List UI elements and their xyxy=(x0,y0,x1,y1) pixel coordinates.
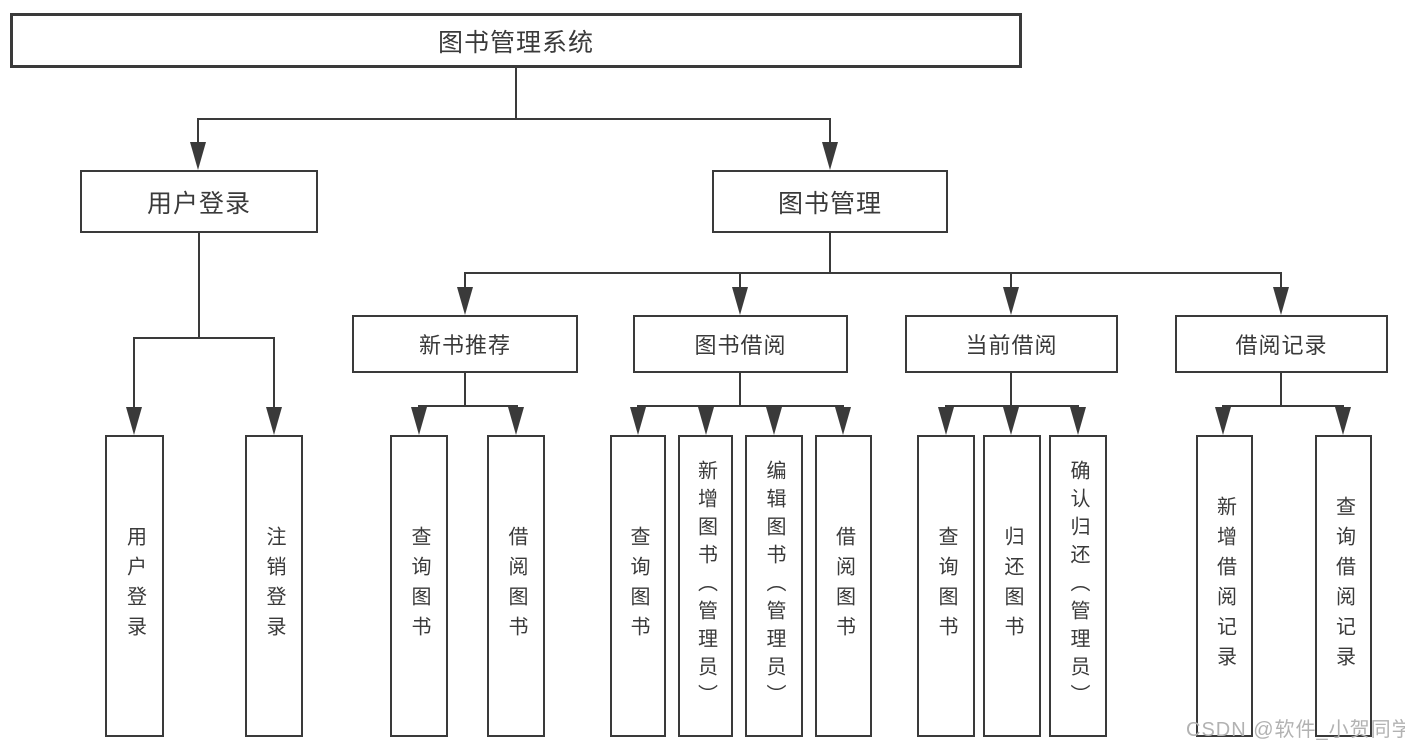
node-leaf-query-books-c: 查询图书 xyxy=(917,435,975,737)
arrowhead-leaf-user-login xyxy=(126,407,142,435)
node-leaf-query-books-b-label: 查询图书 xyxy=(627,526,649,646)
arrowhead-confirm-return-admin xyxy=(1070,407,1086,435)
connector-leaf-user-login-stem xyxy=(133,337,135,407)
connector-new-books-stem xyxy=(464,272,466,288)
node-new-books-label: 新书推荐 xyxy=(418,333,511,358)
arrowhead-add-books-admin xyxy=(698,407,714,435)
connector-borrow-records-hbar xyxy=(1222,405,1344,407)
node-borrow-records-label: 借阅记录 xyxy=(1235,333,1328,358)
node-leaf-return-books-label: 归还图书 xyxy=(1001,526,1023,646)
connector-book-mgmt-stem xyxy=(829,118,831,144)
node-leaf-add-borrow-record: 新增借阅记录 xyxy=(1196,435,1253,737)
connector-borrow-records-stem xyxy=(1280,272,1282,288)
node-leaf-borrow-books-a-label: 借阅图书 xyxy=(505,526,527,646)
node-book-borrow-label: 图书借阅 xyxy=(694,333,787,358)
node-leaf-logout-label: 注销登录 xyxy=(263,526,285,646)
node-leaf-query-books-a: 查询图书 xyxy=(390,435,448,737)
connector-book-borrow-stem xyxy=(739,272,741,288)
arrowhead-book-borrow xyxy=(732,287,748,315)
arrowhead-add-borrow-record xyxy=(1215,407,1231,435)
connector-current-borrow-stem xyxy=(1010,272,1012,288)
connector-book-mgmt-down xyxy=(829,233,831,273)
arrowhead-borrow-books-b xyxy=(835,407,851,435)
connector-user-login-stem xyxy=(197,118,199,144)
arrowhead-current-borrow xyxy=(1003,287,1019,315)
node-current-borrow: 当前借阅 xyxy=(905,315,1118,373)
node-user-login: 用户登录 xyxy=(80,170,318,233)
node-book-mgmt: 图书管理 xyxy=(712,170,948,233)
node-leaf-edit-books-admin: 编辑图书（管理员） xyxy=(745,435,803,737)
node-borrow-records: 借阅记录 xyxy=(1175,315,1388,373)
arrowhead-query-books-a xyxy=(411,407,427,435)
node-leaf-add-books-admin: 新增图书（管理员） xyxy=(678,435,733,737)
node-leaf-confirm-return-admin-label: 确认归还（管理员） xyxy=(1067,460,1089,712)
node-root: 图书管理系统 xyxy=(10,13,1022,68)
node-leaf-return-books: 归还图书 xyxy=(983,435,1041,737)
connector-user-login-down xyxy=(198,233,200,338)
node-book-borrow: 图书借阅 xyxy=(633,315,848,373)
arrowhead-leaf-logout xyxy=(266,407,282,435)
arrowhead-return-books xyxy=(1003,407,1019,435)
connector-l2-hbar xyxy=(464,272,1281,274)
node-leaf-borrow-books-b: 借阅图书 xyxy=(815,435,872,737)
arrowhead-edit-books-admin xyxy=(766,407,782,435)
node-user-login-label: 用户登录 xyxy=(146,189,251,218)
connector-book-borrow-down xyxy=(739,373,741,406)
node-current-borrow-label: 当前借阅 xyxy=(965,333,1058,358)
connector-new-books-hbar xyxy=(418,405,518,407)
node-leaf-query-borrow-record: 查询借阅记录 xyxy=(1315,435,1372,737)
connector-borrow-records-down xyxy=(1280,373,1282,406)
node-root-label: 图书管理系统 xyxy=(437,28,594,57)
connector-book-borrow-hbar xyxy=(637,405,844,407)
arrowhead-borrow-records xyxy=(1273,287,1289,315)
connector-new-books-down xyxy=(464,373,466,406)
node-leaf-borrow-books-b-label: 借阅图书 xyxy=(832,526,855,646)
node-leaf-query-books-b: 查询图书 xyxy=(610,435,666,737)
node-leaf-add-borrow-record-label: 新增借阅记录 xyxy=(1213,496,1236,676)
arrowhead-query-books-c xyxy=(938,407,954,435)
connector-current-borrow-hbar xyxy=(945,405,1079,407)
node-leaf-user-login: 用户登录 xyxy=(105,435,164,737)
node-book-mgmt-label: 图书管理 xyxy=(777,189,882,218)
node-leaf-logout: 注销登录 xyxy=(245,435,303,737)
arrowhead-new-books xyxy=(457,287,473,315)
node-leaf-query-books-c-label: 查询图书 xyxy=(935,526,957,646)
node-leaf-confirm-return-admin: 确认归还（管理员） xyxy=(1049,435,1107,737)
connector-l1-hbar xyxy=(197,118,831,120)
arrowhead-user-login xyxy=(190,142,206,170)
arrowhead-query-borrow-record xyxy=(1335,407,1351,435)
arrowhead-book-mgmt xyxy=(822,142,838,170)
connector-leaf-logout-stem xyxy=(273,337,275,407)
node-leaf-edit-books-admin-label: 编辑图书（管理员） xyxy=(763,460,785,712)
arrowhead-query-books-b xyxy=(630,407,646,435)
node-leaf-query-books-a-label: 查询图书 xyxy=(408,526,430,646)
node-leaf-query-borrow-record-label: 查询借阅记录 xyxy=(1332,496,1355,676)
connector-user-login-hbar xyxy=(133,337,275,339)
node-leaf-borrow-books-a: 借阅图书 xyxy=(487,435,545,737)
node-leaf-user-login-label: 用户登录 xyxy=(123,526,146,646)
node-leaf-add-books-admin-label: 新增图书（管理员） xyxy=(694,460,717,712)
connector-current-borrow-down xyxy=(1010,373,1012,406)
csdn-watermark: CSDN @软件_小贺同学 xyxy=(1186,719,1405,741)
arrowhead-borrow-books-a xyxy=(508,407,524,435)
connector-root-stem xyxy=(515,68,517,118)
node-new-books: 新书推荐 xyxy=(352,315,578,373)
